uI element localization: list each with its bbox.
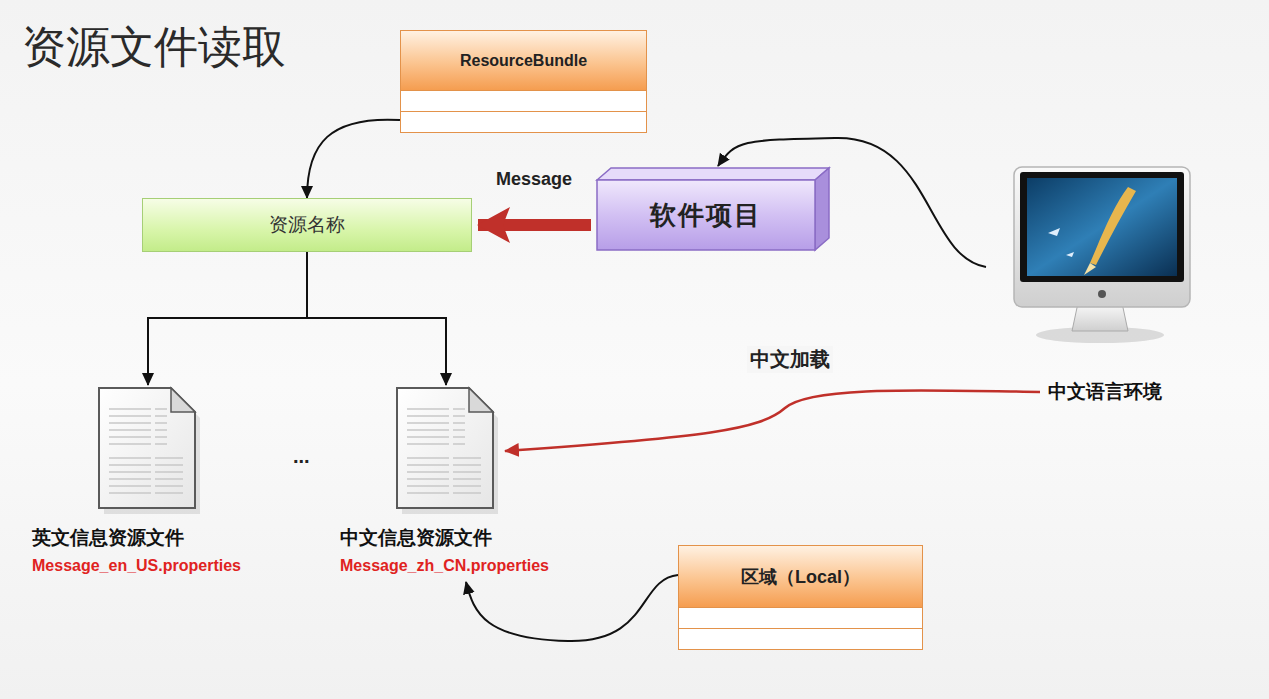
class-row [400,112,647,133]
edge-label: Message [493,169,575,190]
class-row [678,629,923,650]
node-uml: 区域（Local） [678,545,923,650]
document-icon [95,385,201,515]
computer-node: 中文语言环境 [978,163,1202,407]
document-icon [393,385,499,515]
file-title: 中文信息资源文件 [340,527,492,548]
resource-file: 英文信息资源文件 Message_en_US.properties [30,385,300,577]
class-name: 区域（Local） [741,565,860,589]
connector-arrow [478,219,591,231]
computer-illustration [978,163,1202,345]
diagram-title: 资源文件读取 [22,18,286,77]
file-name: Message_en_US.properties [32,557,241,574]
caption-line: Message_zh_CN.properties [340,557,549,575]
node-caption: 中文语言环境 [1048,381,1162,402]
document-icon [95,385,201,515]
cube-box: 软件项目 [595,166,831,252]
class-row [678,608,923,629]
connector-arrow [466,575,678,641]
file-caption: 中文信息资源文件 Message_zh_CN.properties [340,525,549,575]
computer-caption: 中文语言环境 [978,379,1202,405]
class-header: ResourceBundle [400,30,647,91]
connector-arrow [307,120,400,198]
edge-label: 中文加载 [747,346,833,373]
node-uml: ResourceBundle [400,30,647,133]
box-label: 软件项目 [650,198,762,233]
connector-arrow [307,252,446,385]
file-name: Message_zh_CN.properties [340,557,549,574]
file-caption: 英文信息资源文件 Message_en_US.properties [32,525,241,575]
cube-face: 软件项目 [597,180,815,250]
connector-arrow [505,390,1040,451]
resource-file: 中文信息资源文件 Message_zh_CN.properties [338,385,608,577]
class-row [400,91,647,112]
process-box: 资源名称 [142,198,472,252]
caption-line: 中文信息资源文件 [340,525,549,551]
box-label: 资源名称 [269,212,345,238]
connector-arrow [148,252,307,385]
ellipsis-label: ... [290,445,313,468]
caption-line: Message_en_US.properties [32,557,241,575]
class-name: ResourceBundle [460,52,587,70]
document-icon [393,385,499,515]
file-title: 英文信息资源文件 [32,527,184,548]
caption-line: 英文信息资源文件 [32,525,241,551]
class-header: 区域（Local） [678,545,923,608]
